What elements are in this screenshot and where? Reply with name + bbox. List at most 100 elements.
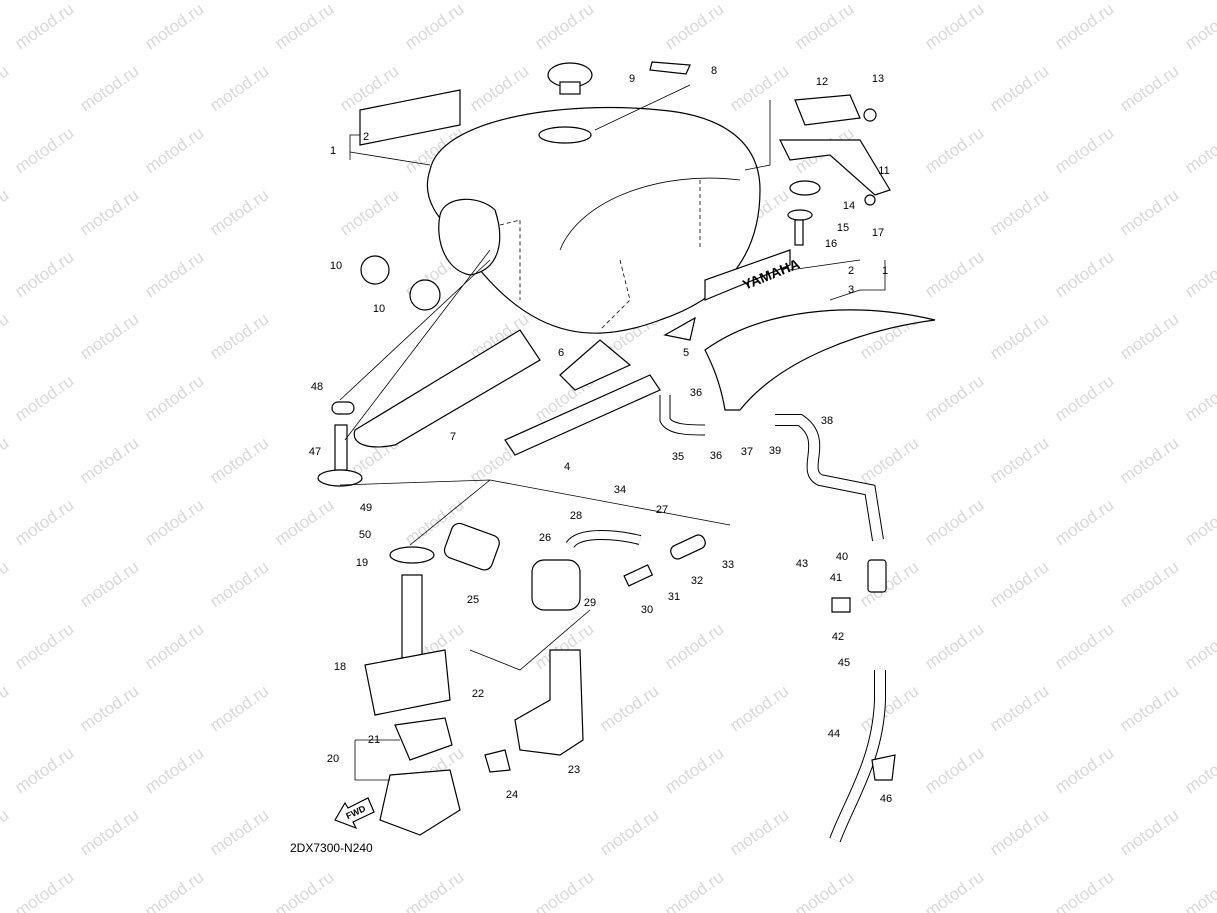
clip-13 <box>863 108 877 122</box>
filler-neck <box>538 126 592 144</box>
callout-4: 4 <box>564 461 570 473</box>
callout-48: 48 <box>311 381 323 393</box>
callout-9: 9 <box>629 73 635 85</box>
decal-2 <box>359 89 461 146</box>
fuel-filter-25 <box>443 522 500 571</box>
callout-40: 40 <box>836 551 848 563</box>
clip-46 <box>871 754 896 781</box>
hose-38-fill <box>775 415 883 541</box>
callout-24: 24 <box>506 789 518 801</box>
emblem-8 <box>649 61 691 75</box>
joint-30 <box>623 564 654 587</box>
fwd-arrow-icon <box>334 797 375 830</box>
hose-28-fill <box>566 531 641 548</box>
diagram-code: 2DX7300-N240 <box>290 841 373 855</box>
callout-12: 12 <box>816 76 828 88</box>
callout-25: 25 <box>467 594 479 606</box>
hose-32 <box>670 534 706 560</box>
bracket-11 <box>779 139 891 196</box>
side-cover-3 <box>704 309 936 411</box>
callout-19: 19 <box>356 557 368 569</box>
callout-2: 2 <box>848 265 854 277</box>
hidden-lines <box>499 180 701 331</box>
callout-14: 14 <box>843 200 855 212</box>
bolt-16 <box>794 219 804 246</box>
callout-21: 21 <box>368 734 380 746</box>
damper-7 <box>353 329 541 448</box>
callout-20: 20 <box>327 753 339 765</box>
callout-5: 5 <box>683 347 689 359</box>
callout-42: 42 <box>832 631 844 643</box>
pipe-23 <box>514 649 584 756</box>
damper-12 <box>794 94 861 126</box>
callout-11: 11 <box>878 165 889 177</box>
sender-plate <box>317 469 363 487</box>
collar-15 <box>787 209 813 221</box>
callout-39: 39 <box>769 445 781 457</box>
callout-38: 38 <box>821 415 833 427</box>
knee-recess <box>438 198 501 276</box>
yamaha-decal <box>704 249 791 301</box>
pump-26 <box>531 559 581 611</box>
clamp-24 <box>484 749 511 773</box>
sender-47 <box>334 424 348 471</box>
callout-8: 8 <box>711 65 717 77</box>
callout-32: 32 <box>691 575 703 587</box>
callout-17: 17 <box>872 227 884 239</box>
callout-16: 16 <box>825 238 837 250</box>
gasket-19 <box>389 546 435 564</box>
callout-13: 13 <box>872 73 884 85</box>
callout-6: 6 <box>558 347 564 359</box>
clamp-42 <box>831 597 851 613</box>
callout-3: 3 <box>848 284 854 296</box>
damper-4 <box>504 374 661 456</box>
callout-47: 47 <box>309 446 321 458</box>
hose-44-fill <box>830 670 885 842</box>
callout-18: 18 <box>334 661 346 673</box>
cover-20 <box>379 769 461 836</box>
callout-35: 35 <box>672 451 684 463</box>
callout-29: 29 <box>584 597 596 609</box>
pad-5 <box>663 316 696 341</box>
leader-lines <box>339 84 886 781</box>
callout-43: 43 <box>796 558 808 570</box>
callout-49: 49 <box>360 502 372 514</box>
tank-contour <box>559 177 741 251</box>
pad-6 <box>559 339 632 391</box>
callout-50: 50 <box>359 529 371 541</box>
callout-22: 22 <box>472 688 484 700</box>
grommet-10b <box>409 279 441 311</box>
callout-23: 23 <box>568 764 580 776</box>
callout-26: 26 <box>539 532 551 544</box>
callout-41: 41 <box>830 572 842 584</box>
callout-45: 45 <box>838 657 850 669</box>
bolt-17 <box>864 194 876 206</box>
fuel-cock-18 <box>364 649 451 716</box>
callout-36: 36 <box>710 450 722 462</box>
callout-34: 34 <box>614 484 626 496</box>
oring-48 <box>331 401 355 415</box>
callout-2: 2 <box>363 131 369 143</box>
callout-30: 30 <box>641 604 653 616</box>
callout-37: 37 <box>741 446 753 458</box>
fuel-cap-base <box>559 81 581 95</box>
callout-10: 10 <box>330 260 342 272</box>
callout-31: 31 <box>668 591 680 603</box>
callout-10: 10 <box>373 303 385 315</box>
callout-1: 1 <box>330 145 336 157</box>
callout-27: 27 <box>656 504 668 516</box>
callout-33: 33 <box>722 559 734 571</box>
callout-28: 28 <box>570 510 582 522</box>
damper-14 <box>789 180 821 196</box>
cover-21 <box>394 717 453 761</box>
callout-1: 1 <box>882 265 888 277</box>
callout-15: 15 <box>837 222 849 234</box>
valve-41 <box>867 559 887 593</box>
callout-36: 36 <box>690 387 702 399</box>
callout-7: 7 <box>450 431 456 443</box>
hose-35-fill <box>660 395 706 435</box>
grommet-10a <box>360 255 390 285</box>
